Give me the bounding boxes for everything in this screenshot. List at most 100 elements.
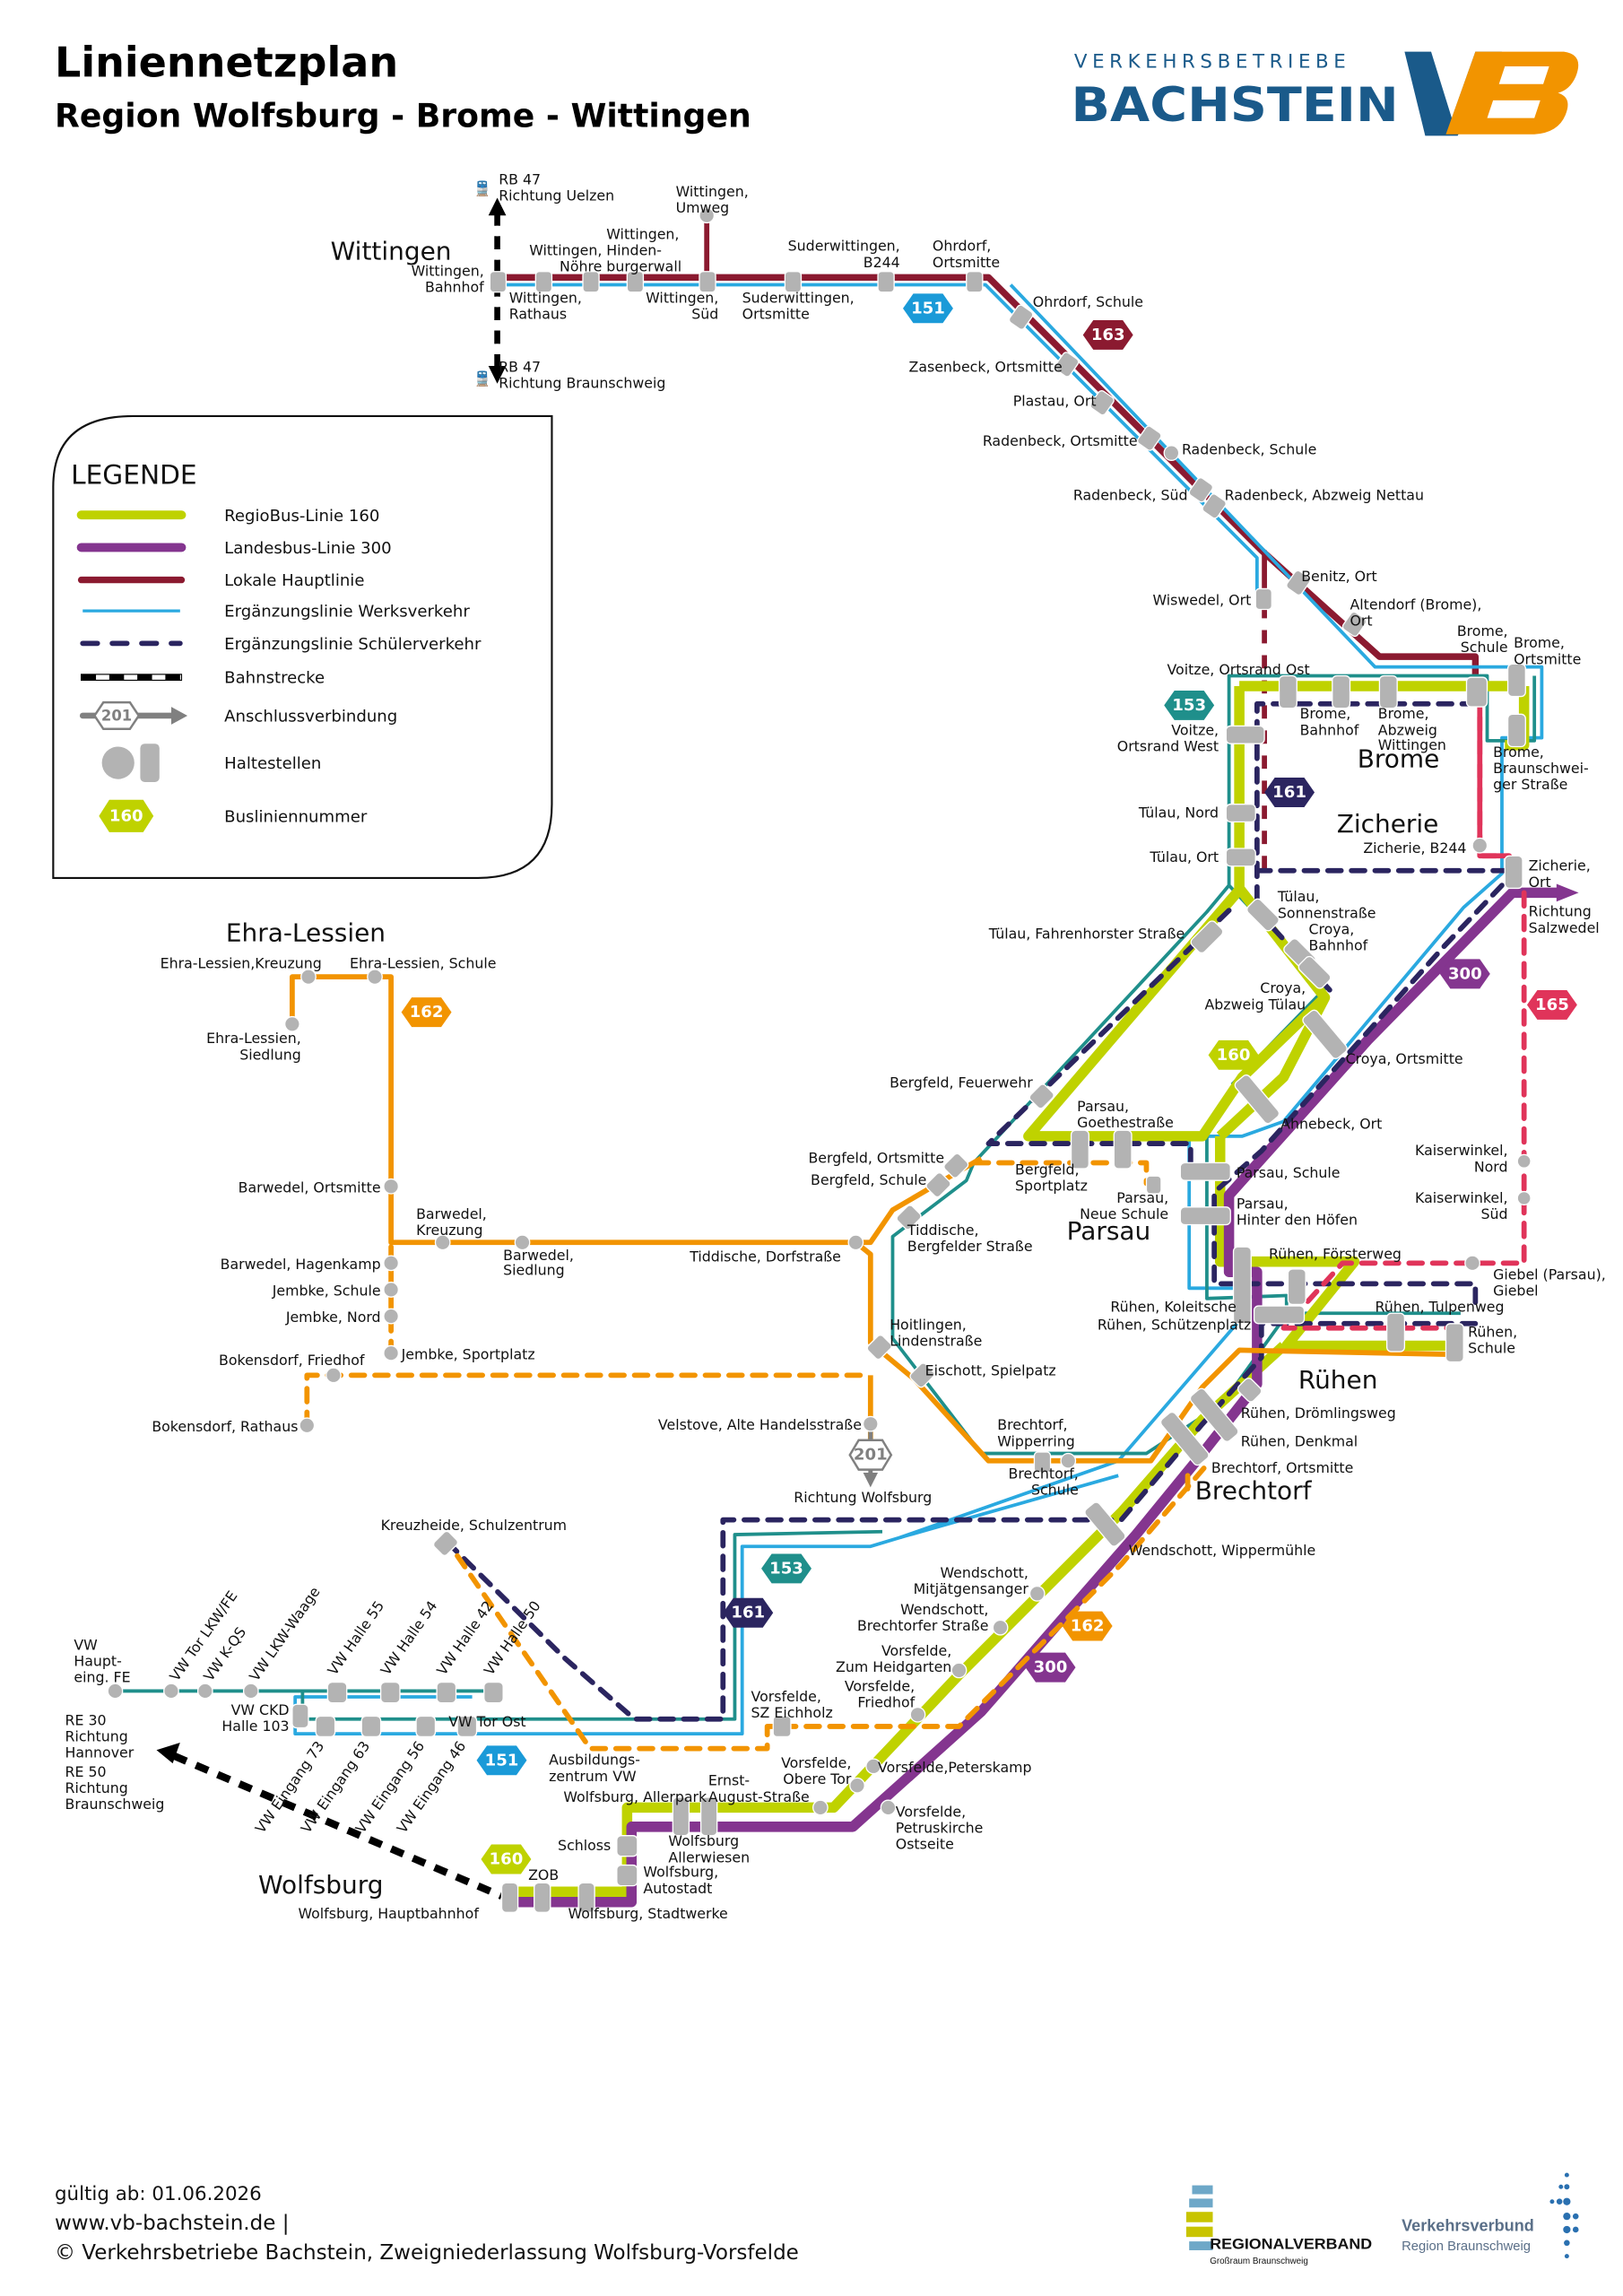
stop-wendschott-mitjaetgensanger[interactable] (1028, 1585, 1046, 1602)
stop-schloss[interactable] (616, 1835, 638, 1857)
stop-bokensdorf-rathaus[interactable] (299, 1417, 316, 1434)
stop-vw-lkw-waage[interactable] (242, 1683, 259, 1700)
stop-parsau-goethestr-2[interactable] (1113, 1129, 1133, 1170)
stop-zob[interactable] (534, 1882, 551, 1913)
stop-zasenbeck[interactable] (1054, 351, 1080, 378)
stop-vw-halle-42[interactable] (436, 1681, 457, 1704)
stop-brome-schule[interactable] (1465, 676, 1488, 708)
stop-vorsfelde-friedhof[interactable] (909, 1706, 926, 1723)
stop-barwedel-ortsmitte[interactable] (383, 1178, 399, 1195)
stop-radenbeck-nettau[interactable] (1201, 492, 1227, 519)
stop-parsau-hinter-den-hoefen[interactable] (1179, 1206, 1231, 1226)
stop-wittingen-sued[interactable] (699, 271, 716, 293)
stop-bergfeld-schule[interactable] (924, 1171, 951, 1198)
stop-wittingen-umweg[interactable] (699, 207, 716, 224)
stop-vw-eingang-56[interactable] (415, 1715, 437, 1738)
stop-jembke-schule[interactable] (383, 1282, 399, 1298)
stop-ahnebeck[interactable] (1233, 1074, 1280, 1126)
stop-brome-braunschweiger-str[interactable] (1506, 713, 1526, 748)
stop-radenbeck-sued[interactable] (1188, 476, 1214, 503)
stop-croya-ortsmitte[interactable] (1301, 1008, 1349, 1060)
stop-ohrdorf-ortsmitte[interactable] (966, 271, 984, 293)
stop-kreuzheide[interactable] (432, 1530, 459, 1557)
stop-wendschott-brechtorfer[interactable] (992, 1619, 1009, 1636)
stop-parsau-schule[interactable] (1179, 1161, 1231, 1181)
stop-bergfeld-ortsmitte[interactable] (942, 1152, 969, 1179)
stop-ehra-schule[interactable] (367, 969, 383, 986)
stop-barwedel-hagenkamp[interactable] (383, 1255, 399, 1272)
stop-vw-haupteingang[interactable] (107, 1683, 124, 1700)
stop-kaiserwinkel-nord[interactable] (1516, 1153, 1532, 1169)
stop-vw-tor-lkw[interactable] (163, 1683, 179, 1700)
stop-vorsfelde-peterskamp[interactable] (865, 1758, 881, 1775)
stop-wolfsburg-allerwiesen[interactable] (699, 1796, 718, 1837)
stop-benitz[interactable] (1285, 570, 1311, 596)
stop-tuelau-fahrenhorster[interactable] (1189, 919, 1225, 955)
stop-ruehen-schuetzenplatz[interactable] (1253, 1305, 1306, 1325)
stop-ohrdorf-schule[interactable] (1008, 304, 1034, 331)
stop-vw-ckd[interactable] (291, 1703, 309, 1729)
stop-voitze-ortsrand-west[interactable] (1225, 725, 1265, 744)
stop-voitze-ortsrand-ost[interactable] (1278, 674, 1298, 709)
stop-vw-halle-54[interactable] (379, 1681, 401, 1704)
stop-plastau[interactable] (1089, 389, 1115, 416)
stop-zicherie-b244[interactable] (1471, 837, 1488, 854)
stop-wolfsburg-stadtwerke[interactable] (577, 1882, 595, 1913)
stop-wittingen-bahnhof[interactable] (489, 271, 508, 293)
stop-tuelau-sonnenstr[interactable] (1245, 897, 1281, 933)
stop-wiswedel[interactable] (1254, 587, 1272, 611)
stop-ehra-kreuzung[interactable] (300, 969, 317, 986)
stop-ruehen-tulpenweg[interactable] (1385, 1312, 1406, 1352)
stop-brechtorf-ortsmitte[interactable] (1159, 1411, 1211, 1467)
stop-vw-eingang-63[interactable] (360, 1715, 382, 1738)
stop-brome-abzweig-wittingen[interactable] (1378, 674, 1398, 709)
stop-tuelau-ort[interactable] (1225, 848, 1256, 867)
stop-vorsfelde-heidgarten[interactable] (950, 1662, 968, 1679)
stop-parsau-neue-schule[interactable] (1145, 1175, 1162, 1195)
stop-parsau-goethestr[interactable] (1070, 1129, 1089, 1170)
stop-vorsfelde-petruskirche[interactable] (880, 1799, 897, 1816)
stop-ruehen-droemlingsweg[interactable] (1237, 1377, 1263, 1404)
stop-wolfsburg-allerpark[interactable] (672, 1796, 690, 1837)
stop-tuelau-nord[interactable] (1225, 804, 1256, 823)
stop-kaiserwinkel-sued[interactable] (1516, 1190, 1532, 1205)
stop-ehra-siedlung[interactable] (283, 1015, 300, 1032)
stop-vorsfelde-obere-tor[interactable] (849, 1777, 865, 1794)
stop-wolfsburg-hbf[interactable] (500, 1882, 519, 1913)
stop-velstove[interactable] (862, 1415, 879, 1432)
stop-vorsfelde-sz-eichholz[interactable] (772, 1715, 792, 1738)
stop-zicherie-ort[interactable] (1504, 855, 1523, 890)
stop-wittingen-noehre[interactable] (582, 271, 600, 293)
stop-radenbeck-schule[interactable] (1163, 445, 1180, 461)
stop-bergfeld-feuerwehr[interactable] (1028, 1083, 1055, 1109)
stop-bokensdorf-friedhof[interactable] (325, 1367, 342, 1384)
stop-wendschott-wippermuehle[interactable] (1083, 1500, 1127, 1548)
stop-ruehen-schule[interactable] (1445, 1323, 1464, 1363)
stop-ruehen-foersterweg[interactable] (1232, 1246, 1252, 1325)
stop-brome-bahnhof[interactable] (1332, 674, 1351, 709)
stop-wolfsburg-autostadt[interactable] (616, 1864, 638, 1887)
stop-barwedel-kreuzung[interactable] (434, 1234, 451, 1251)
stop-altendorf[interactable] (1341, 611, 1367, 638)
stop-ruehen-foersterweg-2[interactable] (1287, 1268, 1306, 1306)
stop-wittingen-hindenburgerwall[interactable] (626, 271, 645, 293)
stop-barwedel-siedlung[interactable] (514, 1234, 531, 1251)
stop-brechtorf-schule[interactable] (1060, 1452, 1077, 1469)
stop-ruehen-denkmal[interactable] (1188, 1387, 1239, 1443)
stop-hoitlingen[interactable] (866, 1334, 893, 1361)
stop-vw-eingang-46[interactable] (456, 1715, 478, 1738)
stop-croya-abzweig[interactable] (1297, 954, 1332, 990)
stop-brome-ortsmitte[interactable] (1506, 663, 1526, 698)
stop-tiddische-bergfelder[interactable] (895, 1204, 922, 1231)
stop-giebel[interactable] (1464, 1255, 1480, 1272)
stop-radenbeck-ortsmitte[interactable] (1136, 425, 1162, 452)
stop-vw-halle-55[interactable] (326, 1681, 348, 1704)
stop-eischott[interactable] (908, 1361, 935, 1388)
stop-jembke-sportplatz[interactable] (383, 1344, 399, 1361)
stop-suderwittingen-ortsmitte[interactable] (784, 271, 803, 293)
stop-vw-eingang-73[interactable] (315, 1715, 336, 1738)
stop-wittingen-rathaus[interactable] (534, 271, 553, 293)
stop-ernst-august-str[interactable] (812, 1799, 829, 1816)
stop-tiddische-dorfstr[interactable] (847, 1234, 864, 1251)
website-link[interactable]: www.vb-bachstein.de | (55, 2212, 289, 2235)
